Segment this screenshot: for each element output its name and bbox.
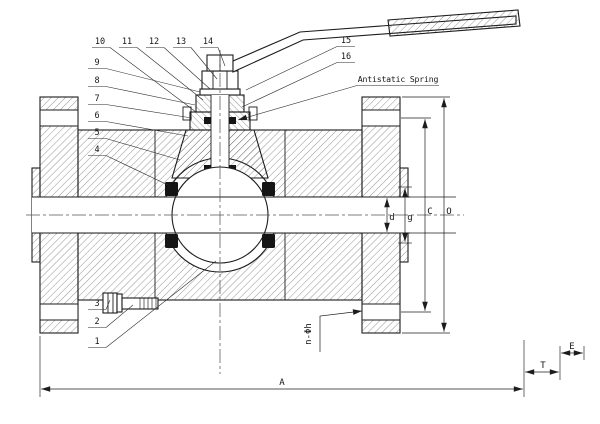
part-callouts: 10 11 12 13 14 15 16 Antistat [88, 36, 439, 348]
callout-15: 15 [245, 36, 355, 91]
gland-bolt-left [182, 106, 192, 121]
callout-7: 7 [88, 94, 193, 119]
seat-rings [165, 182, 275, 248]
dimensions: d g C O n-Φh A T E [39, 96, 585, 397]
dim-label-o: O [446, 207, 451, 217]
dim-label-c: C [427, 207, 432, 217]
annotation-antistatic-spring: Antistatic Spring [237, 74, 439, 121]
callout-12: 12 [146, 37, 211, 90]
callout-label-11: 11 [122, 37, 132, 47]
callout-14: 14 [200, 37, 226, 67]
callout-label-7: 7 [94, 94, 99, 104]
handle [232, 9, 521, 73]
bolt-threads [139, 298, 157, 309]
right-flange-bolt-holes [362, 109, 400, 321]
gland-bolt-right [248, 106, 258, 121]
callout-label-9: 9 [94, 58, 99, 68]
callout-4: 4 [88, 145, 171, 187]
dim-label-d: d [389, 213, 394, 223]
antistatic-spring-label: Antistatic Spring [358, 74, 439, 84]
bolt-washer [116, 293, 123, 313]
callout-label-3: 3 [94, 299, 99, 309]
centerlines [26, 50, 464, 374]
callout-1: 1 [88, 260, 217, 348]
dim-label-g: g [407, 213, 412, 223]
callout-label-2: 2 [94, 317, 99, 327]
callout-label-14: 14 [203, 37, 213, 47]
callout-label-5: 5 [94, 128, 99, 138]
callout-5: 5 [88, 128, 181, 161]
callout-8: 8 [88, 76, 196, 106]
antistatic-spring-part [229, 117, 236, 124]
callout-label-13: 13 [176, 37, 186, 47]
callout-16: 16 [241, 52, 355, 108]
stem-seal-left [204, 117, 211, 124]
callout-label-1: 1 [94, 337, 99, 347]
callout-3: 3 [88, 299, 111, 310]
callout-6: 6 [88, 111, 189, 137]
callout-label-12: 12 [149, 37, 159, 47]
left-flange-bolt-holes [40, 109, 78, 321]
callout-label-15: 15 [341, 36, 351, 46]
callout-label-16: 16 [341, 52, 351, 62]
callout-11: 11 [119, 37, 204, 101]
bolt-head [102, 292, 118, 314]
callout-label-10: 10 [95, 37, 105, 47]
callout-2: 2 [88, 304, 134, 328]
handle-grip [387, 9, 521, 37]
dim-label-bolt-holes: n-Φh [304, 323, 314, 345]
dim-leader-bolt-holes [319, 309, 363, 352]
dim-label-e: E [569, 342, 574, 352]
callout-label-8: 8 [94, 76, 99, 86]
callout-label-4: 4 [94, 145, 99, 155]
callout-13: 13 [173, 37, 218, 80]
body-joint-lines [154, 130, 286, 300]
callout-9: 9 [88, 58, 201, 93]
dim-label-a: A [279, 378, 285, 388]
dim-label-t: T [540, 361, 546, 371]
callout-label-6: 6 [94, 111, 99, 121]
callout-10: 10 [92, 37, 197, 113]
